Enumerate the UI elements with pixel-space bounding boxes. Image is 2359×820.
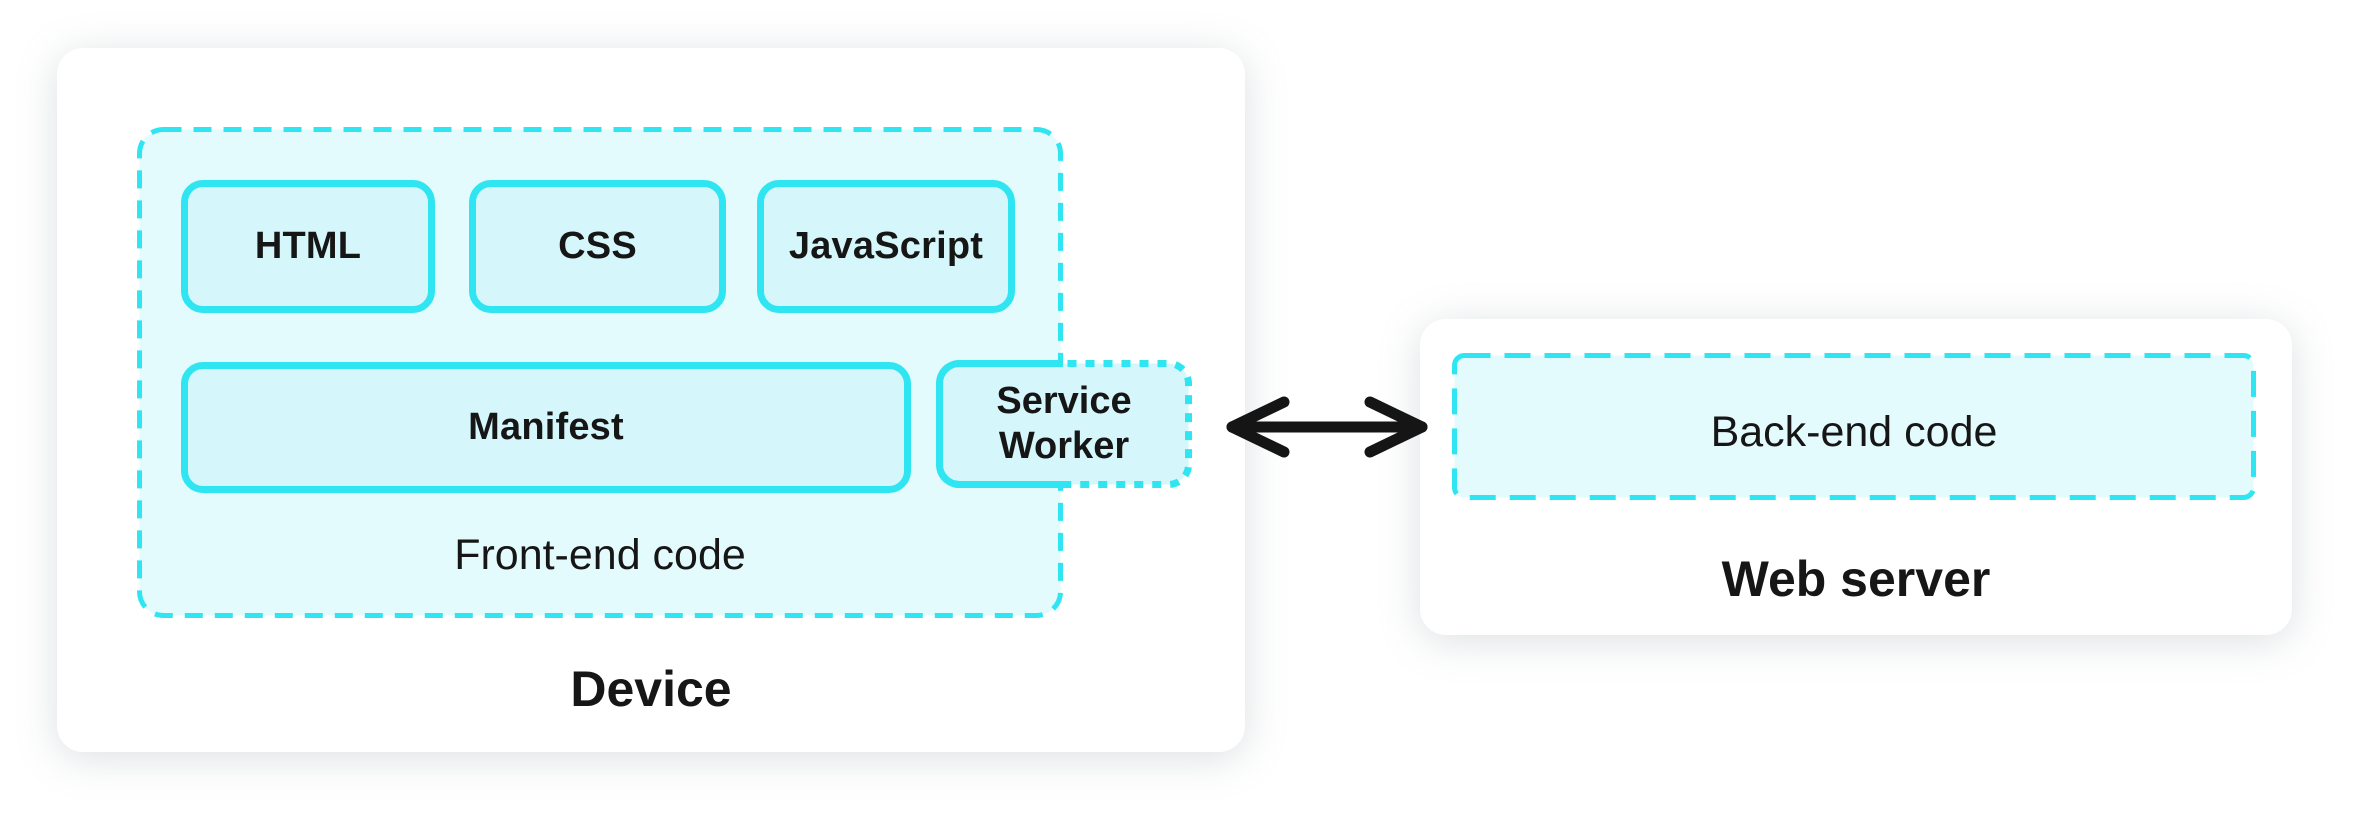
web-server-caption: Web server	[1721, 551, 1991, 607]
css-box-label: CSS	[558, 225, 637, 267]
double-arrow-icon	[1226, 396, 1428, 458]
device-caption: Device	[570, 661, 732, 717]
html-box: HTML	[181, 180, 435, 313]
frontend-code-caption: Front-end code	[454, 531, 746, 579]
service-worker-label: Service Worker	[996, 380, 1132, 467]
javascript-box: JavaScript	[757, 180, 1015, 313]
manifest-box-label: Manifest	[468, 406, 624, 448]
javascript-box-label: JavaScript	[788, 225, 984, 267]
html-box-label: HTML	[254, 225, 362, 267]
manifest-box: Manifest	[181, 362, 911, 493]
css-box: CSS	[469, 180, 726, 313]
backend-code-caption: Back-end code	[1710, 408, 1998, 456]
